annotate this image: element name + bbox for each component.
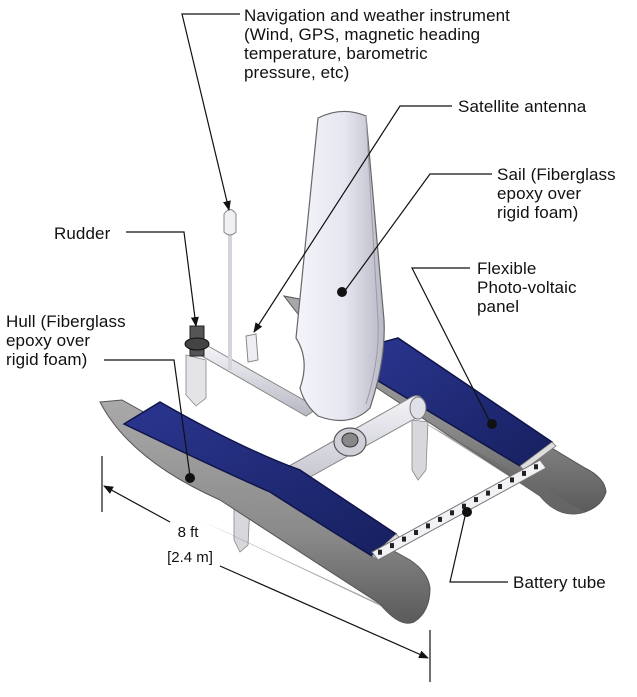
battery-segment	[378, 549, 382, 555]
battery-segment	[426, 523, 430, 529]
battery-segment	[522, 470, 526, 476]
hull-leader-dot	[185, 473, 195, 483]
dim-line-right	[219, 565, 429, 659]
left-hull-shadow	[200, 520, 414, 624]
mast-hub-inner	[341, 432, 359, 448]
battery-leader-line	[449, 511, 508, 583]
battery-segment	[438, 516, 442, 522]
rudder-label: Rudder	[54, 224, 111, 243]
dimension-length-m: [2.4 m]	[167, 549, 213, 566]
right-panel-rail	[519, 441, 557, 471]
battery-tube-segments	[378, 464, 538, 555]
sail-label: Sail (Fiberglass epoxy over rigid foam)	[497, 165, 616, 222]
nav-leader-line	[181, 13, 240, 211]
flexible-pv-label: Flexible Photo-voltaic panel	[477, 259, 577, 316]
battery-leader-dot	[462, 507, 472, 517]
right-hull-shadow	[420, 420, 585, 514]
right-keel-fin	[411, 419, 429, 481]
rudder-fin	[185, 354, 207, 407]
battery-segment	[498, 484, 502, 489]
battery-segment	[486, 490, 490, 496]
tube-joint	[409, 396, 427, 420]
satellite-antenna-body	[245, 333, 259, 363]
sail-shape	[295, 110, 385, 422]
left-pv-panel	[122, 401, 398, 557]
sail-leader-line	[343, 173, 492, 293]
hull-label: Hull (Fiberglass epoxy over rigid foam)	[6, 312, 126, 369]
dim-line-left	[103, 485, 171, 523]
sail-leader-dot	[337, 287, 347, 297]
battery-segment	[402, 536, 406, 542]
dimension-length-ft: 8 ft	[177, 524, 199, 541]
antenna-leader-line	[253, 105, 452, 333]
right-pv-panel	[358, 337, 554, 467]
rudder-cap	[184, 337, 210, 351]
battery-tube-label: Battery tube	[513, 573, 606, 592]
sail-seam	[365, 115, 379, 405]
nav-instrument-label: Navigation and weather instrument (Wind,…	[244, 6, 511, 82]
battery-segment	[390, 543, 394, 549]
battery-segment	[510, 477, 514, 483]
satellite-antenna-label: Satellite antenna	[458, 97, 587, 116]
pv-leader-line	[411, 267, 491, 423]
nav-instrument-head	[223, 209, 237, 236]
battery-segment	[462, 503, 466, 509]
rudder-leader-line	[126, 231, 199, 327]
battery-segment	[474, 497, 478, 503]
battery-segment	[414, 530, 418, 535]
battery-segment	[450, 510, 454, 516]
pv-leader-dot	[487, 419, 497, 429]
battery-segment	[534, 464, 538, 470]
hull-leader-line	[104, 359, 191, 477]
